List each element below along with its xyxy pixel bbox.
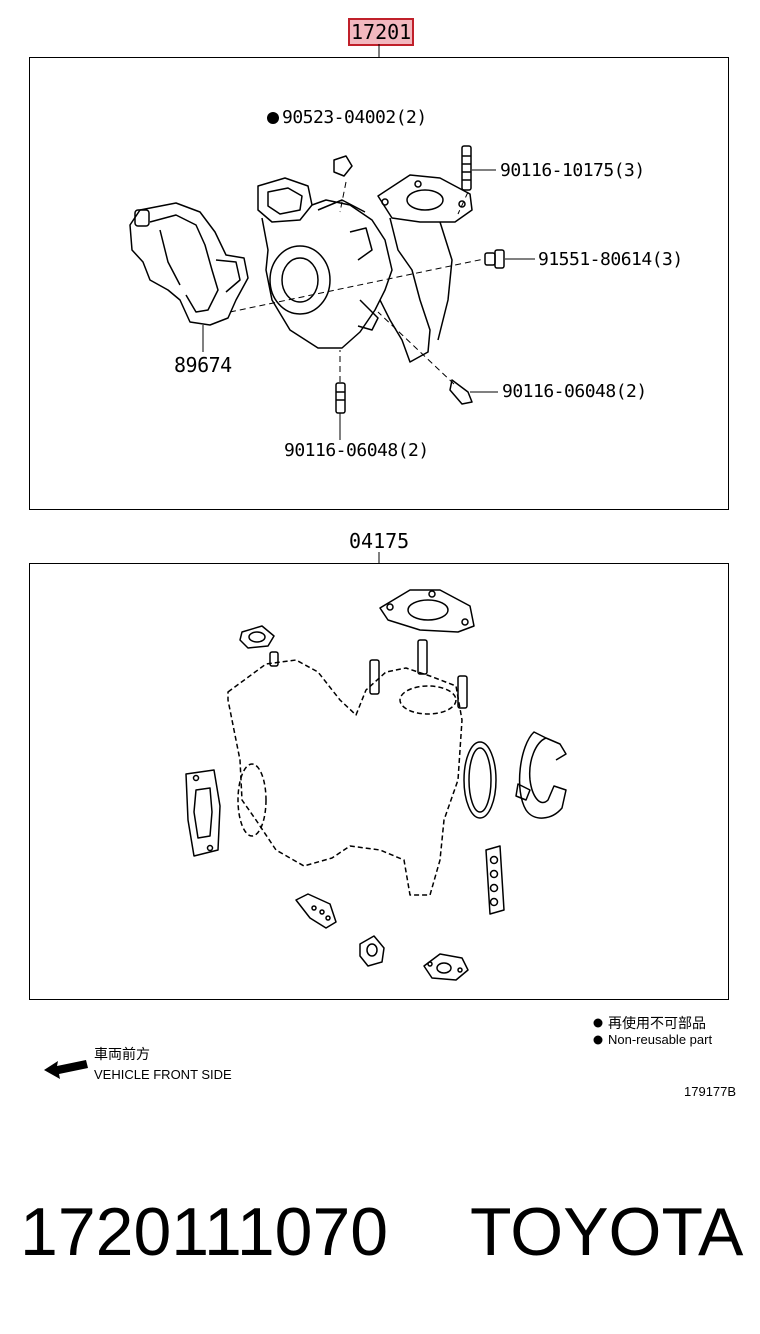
stud-top-drawing bbox=[461, 145, 472, 191]
fitting-drawing bbox=[359, 935, 385, 967]
gasket-kit-leader-line bbox=[378, 552, 380, 563]
housing-studs-drawing bbox=[269, 639, 468, 709]
front-direction-jp: 車両前方 bbox=[94, 1046, 150, 1062]
legend-dot-icon-2 bbox=[593, 1035, 603, 1045]
legend-non-reusable-jp: 再使用不可部品 bbox=[608, 1015, 706, 1031]
part-label-bolt[interactable]: 91551-80614(3) bbox=[538, 249, 683, 270]
ring-gasket-drawing bbox=[463, 741, 497, 819]
left-gasket-drawing bbox=[185, 769, 221, 857]
turbocharger-body-drawing bbox=[257, 174, 473, 363]
flange-gasket-drawing bbox=[379, 589, 475, 633]
footer-part-number: 1720111070 bbox=[20, 1194, 389, 1270]
arrow-left-icon bbox=[44, 1060, 88, 1079]
gasket-kit-number-label[interactable]: 04175 bbox=[349, 529, 410, 553]
legend-dot-icon bbox=[593, 1018, 603, 1028]
part-label-stud-bottom[interactable]: 90116-06048(2) bbox=[284, 440, 429, 461]
bolt-drawing bbox=[484, 249, 505, 269]
clamp-drawing bbox=[515, 731, 567, 819]
legend-non-reusable-en: Non-reusable part bbox=[608, 1032, 713, 1047]
gasket-kit-exploded-drawing bbox=[185, 589, 567, 981]
footer-brand: TOYOTA bbox=[470, 1194, 744, 1270]
multi-hole-plate-drawing bbox=[485, 845, 505, 915]
housing-ghost-outline bbox=[227, 659, 463, 896]
small-gasket-drawing bbox=[239, 625, 275, 649]
filled-dot-icon bbox=[267, 112, 279, 124]
part-label-bracket[interactable]: 89674 bbox=[174, 353, 232, 377]
turbocharger-exploded-drawing bbox=[129, 145, 535, 440]
stud-right-drawing bbox=[449, 379, 473, 405]
turbo-assembly-panel bbox=[29, 57, 729, 510]
assembly-number-highlight: 17201 bbox=[348, 18, 415, 46]
bottom-right-gasket-drawing bbox=[423, 953, 469, 981]
clip-drawing bbox=[333, 155, 353, 177]
bottom-left-gasket-drawing bbox=[295, 893, 337, 929]
assembly-number-label[interactable]: 17201 bbox=[348, 18, 415, 46]
bracket-part-drawing bbox=[129, 202, 249, 326]
assembly-leader-line bbox=[378, 44, 380, 57]
part-label-clip[interactable]: 90523-04002(2) bbox=[282, 107, 427, 128]
front-direction-en: VEHICLE FRONT SIDE bbox=[94, 1067, 232, 1082]
part-label-stud-right[interactable]: 90116-06048(2) bbox=[502, 381, 647, 402]
figure-id: 179177B bbox=[684, 1084, 737, 1099]
gasket-kit-panel bbox=[29, 563, 729, 1000]
part-label-stud-top[interactable]: 90116-10175(3) bbox=[500, 160, 645, 181]
